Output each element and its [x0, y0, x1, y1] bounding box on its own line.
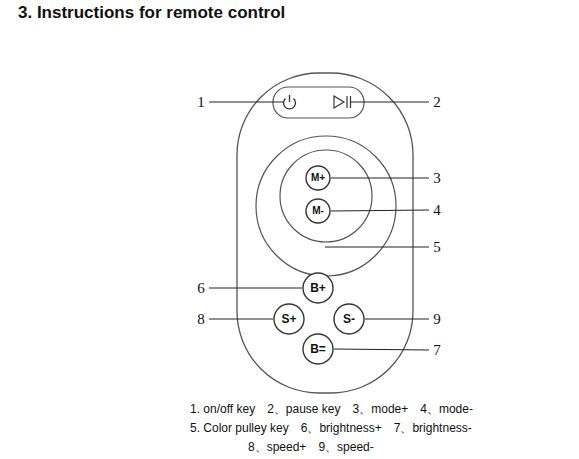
- key-description: 6、brightness+: [301, 422, 382, 434]
- key-description: 5. Color pulley key: [190, 422, 289, 434]
- key-description: 3、mode+: [353, 403, 409, 415]
- remote-button: B+: [302, 272, 334, 304]
- button-label: B=: [310, 343, 326, 355]
- wheel-center: [280, 150, 372, 242]
- callout-number: 4: [433, 203, 441, 218]
- button-label: B+: [310, 282, 326, 294]
- callout-number: 8: [197, 312, 205, 327]
- remote-button: B=: [302, 333, 334, 365]
- key-description: 9、speed-: [318, 441, 373, 453]
- callout-number: 2: [433, 95, 441, 110]
- key-description: 7、brightness-: [394, 422, 472, 434]
- key-description: 4、mode-: [420, 403, 473, 415]
- button-label: M-: [312, 206, 324, 216]
- button-label: M+: [311, 173, 325, 183]
- remote-button: M-: [305, 198, 331, 224]
- leader-lines: [209, 102, 429, 350]
- callout-number: 3: [433, 171, 441, 186]
- remote-button: S-: [333, 303, 365, 335]
- callout-number: 9: [433, 312, 441, 327]
- callout-number: 6: [197, 281, 205, 296]
- button-label: S+: [281, 313, 296, 325]
- page-title: 3. Instructions for remote control: [18, 3, 285, 23]
- remote-button: M+: [305, 165, 331, 191]
- key-description: 2、pause key: [267, 403, 340, 415]
- top-key: [273, 87, 364, 118]
- key-description: 8、speed+: [248, 441, 306, 453]
- key-description: 1. on/off key: [190, 403, 255, 415]
- power-icon: [284, 95, 296, 109]
- callout-number: 5: [433, 240, 441, 255]
- callout-number: 7: [433, 343, 441, 358]
- callout-number: 1: [197, 95, 205, 110]
- remote-button: S+: [273, 303, 305, 335]
- play-pause-icon: [334, 96, 351, 108]
- button-label: S-: [343, 313, 355, 325]
- remote-body: [237, 73, 413, 393]
- color-wheel: [256, 136, 396, 276]
